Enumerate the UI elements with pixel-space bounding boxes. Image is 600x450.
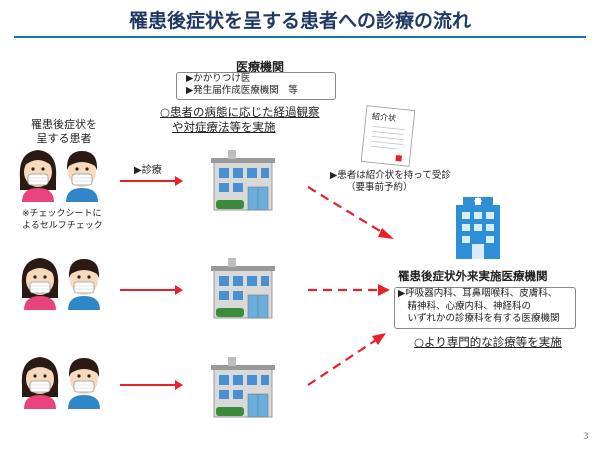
title-underline xyxy=(14,36,586,38)
medical-institution-list-bracket xyxy=(176,72,336,100)
patient-boy-3 xyxy=(67,357,101,410)
patients-label-line1: 罹患後症状を xyxy=(31,118,97,131)
patient-boy-1 xyxy=(65,150,99,203)
page-number: 3 xyxy=(583,432,589,442)
referral-note-line2: （要事前予約） xyxy=(346,182,413,193)
hospital-building-icon xyxy=(456,197,500,259)
checksheet-note: ※チェックシートに よるセルフチェック xyxy=(22,208,103,232)
clinic-building-2 xyxy=(210,257,276,319)
consult-arrow-2 xyxy=(120,285,183,295)
medical-institution-item: ▶かかりつけ医 xyxy=(186,73,251,84)
medical-institution-item: ▶発生届作成医療機関 等 xyxy=(186,85,298,96)
slide-title: 罹患後症状を呈する患者への診療の流れ xyxy=(128,10,471,32)
patient-girl-2 xyxy=(21,257,59,311)
referral-letter-icon xyxy=(360,105,416,167)
patient-boy-2 xyxy=(67,258,101,311)
patient-girl-3 xyxy=(21,356,59,410)
clinic-building-3 xyxy=(210,356,276,418)
referral-letter-title: 紹介状 xyxy=(371,111,397,124)
patient-girl-1 xyxy=(19,149,57,203)
medical-institution-note-line1: ○患者の病態に応じた経過観察 xyxy=(160,105,320,119)
consult-arrow-1 xyxy=(120,176,183,186)
referral-arrow-2 xyxy=(308,284,390,296)
patients-label: 罹患後症状を 呈する患者 xyxy=(24,118,104,146)
referral-arrow-3 xyxy=(307,333,386,386)
patients-label-line2: 呈する患者 xyxy=(36,132,92,145)
outpatient-list-bracket xyxy=(394,287,576,329)
referral-note-line1: ▶患者は紹介状を持って受診 xyxy=(330,170,451,181)
consult-arrow-3 xyxy=(120,380,183,390)
outpatient-item: ▶呼吸器内科、耳鼻咽喉科、皮膚科、 xyxy=(398,288,558,299)
referral-note: ▶患者は紹介状を持って受診 （要事前予約） xyxy=(330,170,451,194)
medical-institution-heading: 医療機関 xyxy=(236,60,285,74)
outpatient-item: いずれかの診療科を有する医療機関 xyxy=(398,313,560,324)
consult-label: ▶診療 xyxy=(134,165,162,176)
clinic-building-1 xyxy=(210,149,276,211)
outpatient-list: ▶呼吸器内科、耳鼻咽喉科、皮膚科、 精神科、心療内科、神経科の いずれかの診療科… xyxy=(398,288,560,326)
checksheet-line1: ※チェックシートに xyxy=(22,209,102,219)
referral-arrow-1 xyxy=(307,186,394,239)
outpatient-heading: 罹患後症状外来実施医療機関 xyxy=(398,269,548,283)
outpatient-note: ○より専門的な診療等を実施 xyxy=(414,335,562,349)
checksheet-line2: よるセルフチェック xyxy=(22,221,103,231)
medical-institution-note-line2: や対症療法等を実施 xyxy=(172,120,276,134)
medical-institution-note: ○患者の病態に応じた経過観察 や対症療法等を実施 xyxy=(160,105,320,135)
medical-institution-list: ▶かかりつけ医 ▶発生届作成医療機関 等 xyxy=(186,73,298,97)
outpatient-item: 精神科、心療内科、神経科の xyxy=(398,300,532,312)
